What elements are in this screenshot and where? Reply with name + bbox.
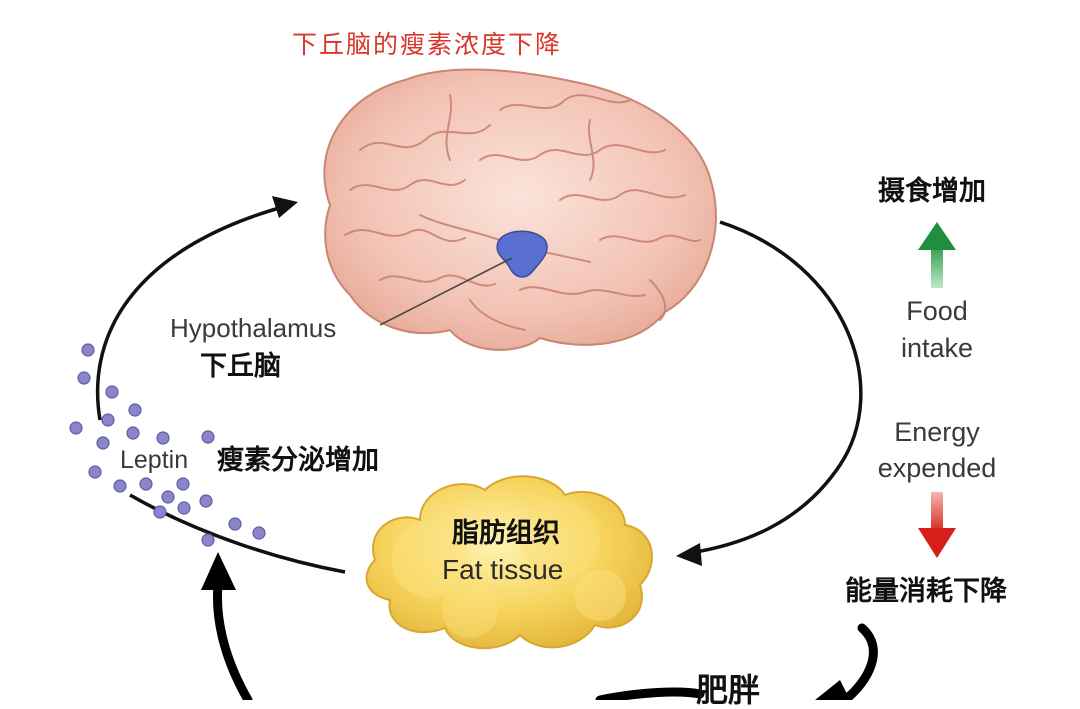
hypothalamus-label-zh: 下丘脑 [200, 351, 281, 382]
brain-to-fat-arrow [689, 220, 863, 555]
obesity-feedback-bottom [595, 687, 705, 700]
brain-illustration [323, 68, 717, 351]
obesity-feedback-arrowhead [201, 552, 236, 590]
obesity-feedback-right [840, 623, 878, 700]
fat-tissue-label-zh: 脂肪组织 [452, 518, 560, 549]
hypothalamus-label-en: Hypothalamus [170, 313, 337, 343]
obesity-feedback-arrow [213, 580, 253, 700]
food-intake-label-en-1: Food [906, 296, 968, 326]
leptin-label-en: Leptin [120, 446, 189, 474]
obesity-label: 肥胖 [696, 671, 761, 709]
energy-label-en-1: Energy [894, 417, 980, 447]
energy-label-en-2: expended [877, 453, 997, 483]
leptin-to-brain-arrowhead [272, 196, 298, 218]
hypothalamus-pointer [379, 257, 513, 326]
energy-label-zh: 能量消耗下降 [845, 576, 1007, 607]
leptin-molecules [69, 343, 266, 547]
food-intake-label-en-2: intake [900, 333, 974, 363]
food-intake-label-zh: 摄食增加 [878, 176, 986, 207]
brain-to-fat-arrowhead [676, 543, 702, 566]
leptin-label-zh: 瘦素分泌增加 [217, 445, 379, 476]
hypothalamus-shape [496, 230, 548, 278]
leptin-to-brain-arrow [95, 203, 291, 421]
red-down-arrow [918, 492, 956, 558]
green-up-arrow [918, 222, 956, 288]
diagram-title: 下丘脑的瘦素浓度下降 [292, 30, 563, 59]
obesity-feedback-right-head [815, 680, 850, 700]
fat-tissue-blob [365, 475, 653, 650]
fat-tissue-label-en: Fat tissue [442, 554, 564, 585]
